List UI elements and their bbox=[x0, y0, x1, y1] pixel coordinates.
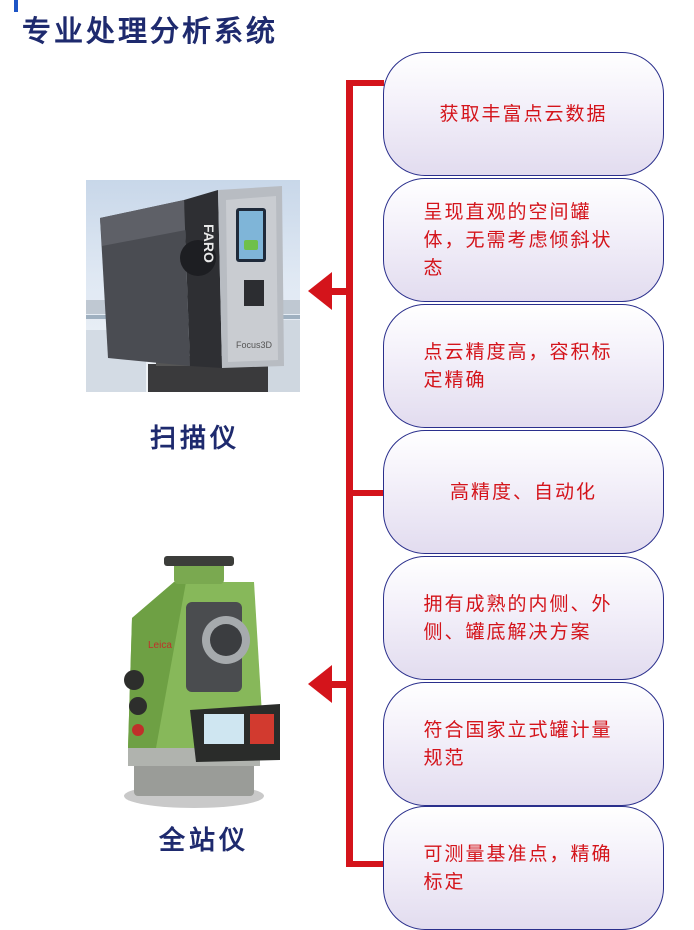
svg-text:Leica: Leica bbox=[148, 640, 172, 651]
feature-text: 可测量基准点，精确标定 bbox=[423, 843, 613, 893]
feature-box-precision: 点云精度高，容积标定精确 bbox=[383, 304, 664, 428]
title-accent-bar bbox=[14, 0, 18, 12]
arrow-to-scanner bbox=[308, 272, 332, 310]
feature-text: 拥有成熟的内侧、外侧、罐底解决方案 bbox=[423, 593, 613, 643]
svg-text:FARO: FARO bbox=[201, 224, 217, 263]
total-station-label: 全站仪 bbox=[158, 826, 249, 856]
feature-text: 点云精度高，容积标定精确 bbox=[423, 341, 613, 391]
total-station-photo: Leica bbox=[104, 548, 290, 810]
feature-box-point-cloud: 获取丰富点云数据 bbox=[383, 52, 664, 176]
feature-box-standard: 符合国家立式罐计量规范 bbox=[383, 682, 664, 806]
page-title: 专业处理分析系统 bbox=[22, 14, 279, 48]
feature-box-solutions: 拥有成熟的内侧、外侧、罐底解决方案 bbox=[383, 556, 664, 680]
feature-box-benchmark: 可测量基准点，精确标定 bbox=[383, 806, 664, 930]
feature-box-tank-visual: 呈现直观的空间罐体，无需考虑倾斜状态 bbox=[383, 178, 664, 302]
feature-text: 符合国家立式罐计量规范 bbox=[423, 719, 613, 769]
scanner-label: 扫描仪 bbox=[149, 424, 240, 454]
feature-text: 呈现直观的空间罐体，无需考虑倾斜状态 bbox=[423, 201, 613, 279]
feature-text: 获取丰富点云数据 bbox=[439, 103, 608, 125]
laser-scanner-photo: FARO Focus3D bbox=[86, 180, 300, 392]
connector-to-station bbox=[330, 681, 348, 688]
connector-branch-1 bbox=[346, 80, 384, 86]
connector-branch-7 bbox=[346, 861, 384, 867]
connector-trunk bbox=[346, 80, 353, 867]
connector-branch-4 bbox=[346, 490, 384, 496]
feature-text: 高精度、自动化 bbox=[449, 481, 597, 503]
svg-text:Focus3D: Focus3D bbox=[236, 340, 273, 350]
connector-to-scanner bbox=[330, 288, 348, 295]
arrow-to-station bbox=[308, 665, 332, 703]
feature-box-automation: 高精度、自动化 bbox=[383, 430, 664, 554]
